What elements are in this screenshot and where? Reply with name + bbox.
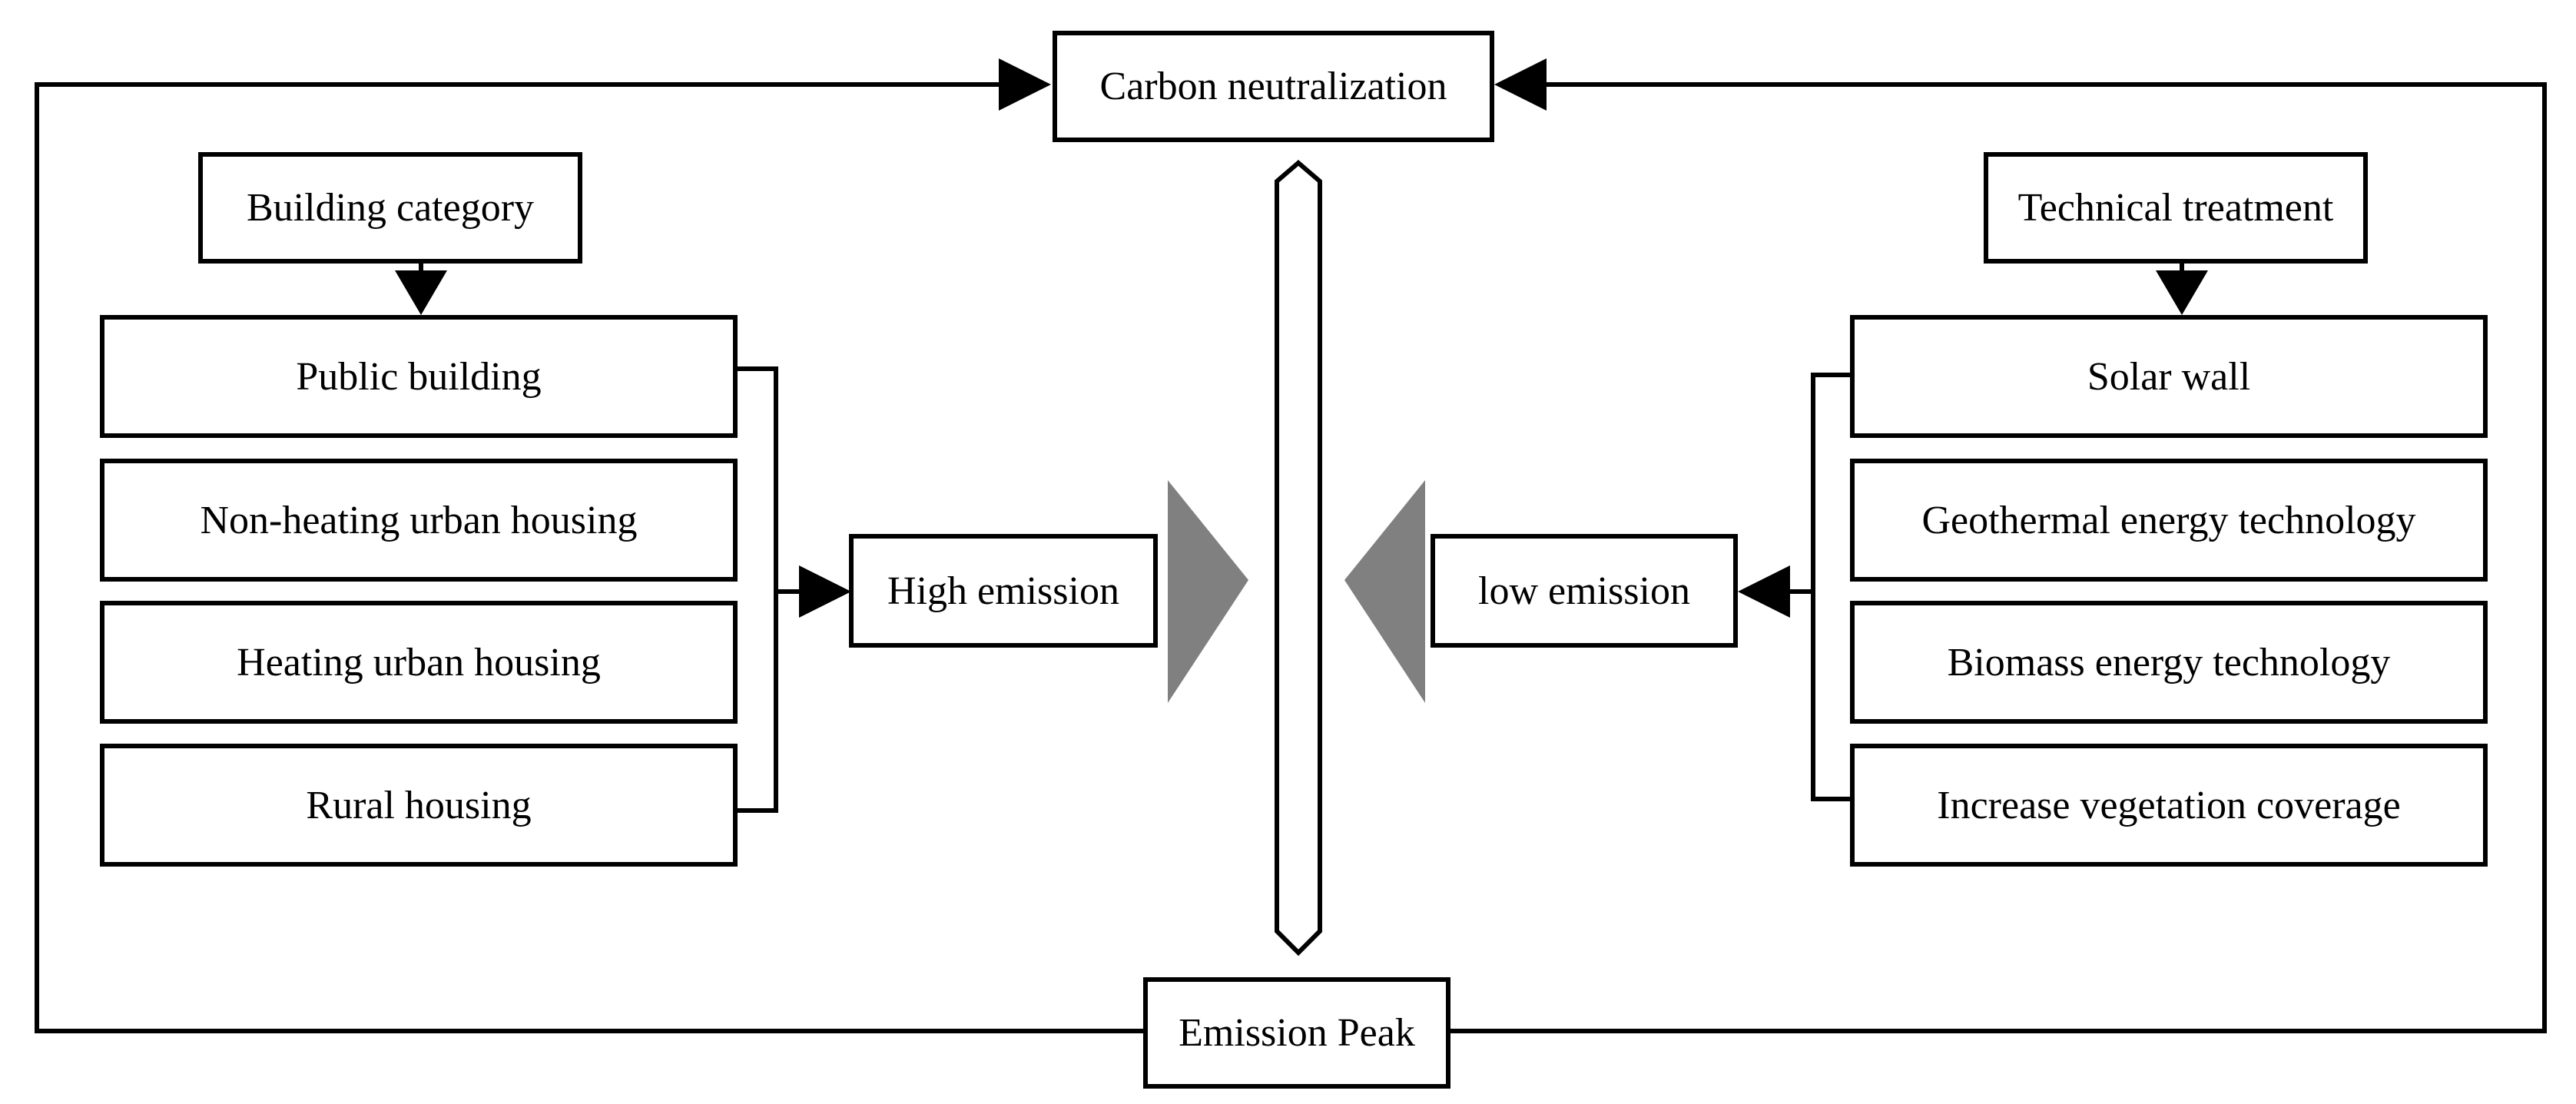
right-bracket — [1811, 373, 1853, 801]
high-emission-triangle — [1168, 480, 1248, 703]
high-emission-box: High emission — [849, 534, 1158, 648]
non-heating-urban-housing-box: Non-heating urban housing — [100, 459, 738, 582]
biomass-energy-technology-box: Biomass energy technology — [1850, 601, 2488, 724]
heating-urban-housing-box: Heating urban housing — [100, 601, 738, 724]
low-emission-triangle — [1344, 480, 1425, 703]
arrow-into-carbon-right — [1494, 58, 1547, 111]
arrow-into-low-emission — [1738, 565, 1790, 618]
arrow-into-high-emission — [799, 565, 851, 618]
left-bracket — [736, 366, 778, 813]
arrow-into-carbon-left — [999, 58, 1051, 111]
rural-housing-box: Rural housing — [100, 744, 738, 867]
increase-vegetation-coverage-box: Increase vegetation coverage — [1850, 744, 2488, 867]
building-category-down-arrow — [395, 270, 447, 315]
outer-loop-left-line — [35, 82, 1145, 1033]
low-emission-box: low emission — [1431, 534, 1738, 648]
public-building-box: Public building — [100, 315, 738, 438]
solar-wall-box: Solar wall — [1850, 315, 2488, 438]
outer-loop-right-line — [1448, 82, 2547, 1033]
carbon-neutralization-node: Carbon neutralization — [1053, 31, 1494, 142]
building-category-header: Building category — [198, 152, 582, 264]
central-transition-bar — [1275, 160, 1322, 956]
technical-treatment-down-arrow — [2156, 270, 2208, 315]
geothermal-energy-technology-box: Geothermal energy technology — [1850, 459, 2488, 582]
technical-treatment-header: Technical treatment — [1984, 152, 2368, 264]
emission-peak-node: Emission Peak — [1143, 977, 1450, 1089]
